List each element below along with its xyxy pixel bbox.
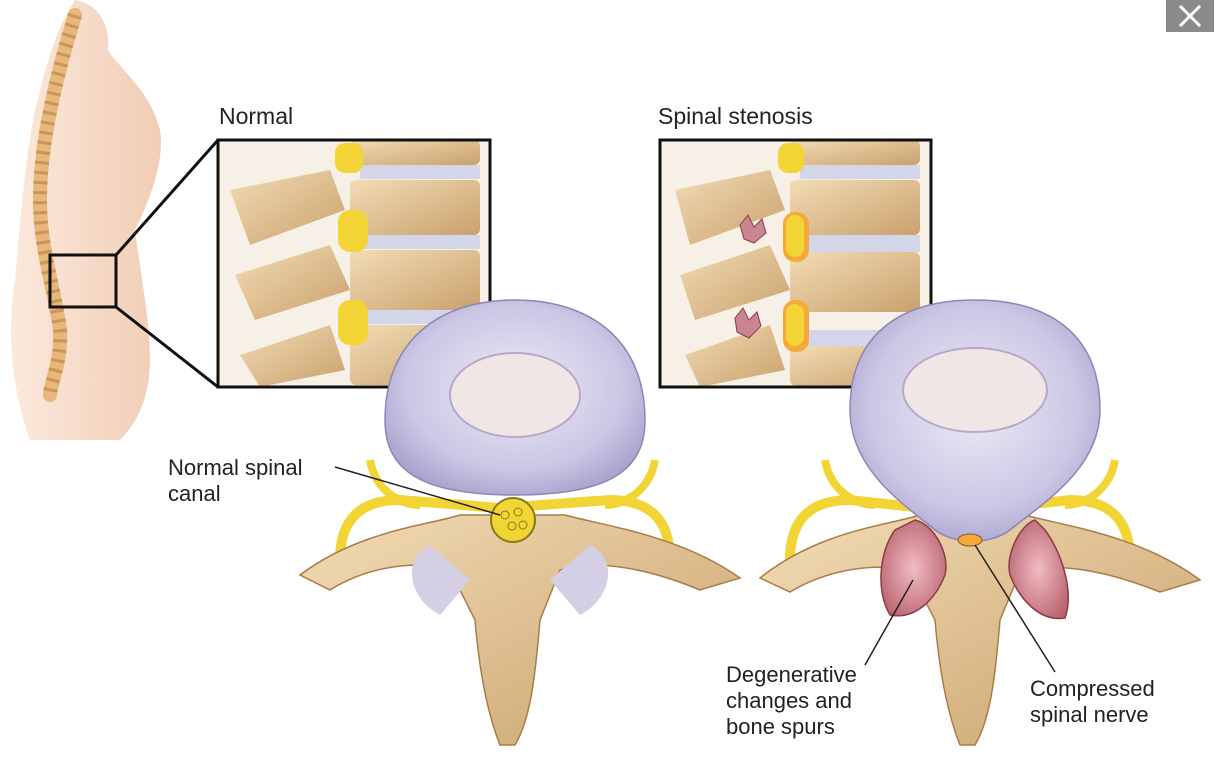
label-line: Normal spinal xyxy=(168,455,303,480)
label-line: canal xyxy=(168,481,221,506)
label-normal: Normal xyxy=(219,103,294,129)
stenosis-side-view xyxy=(658,138,933,389)
label-line: Degenerative xyxy=(726,662,857,687)
label-line: changes and xyxy=(726,688,852,713)
label-compressed-nerve: Compressed spinal nerve xyxy=(1030,676,1155,728)
body-silhouette xyxy=(10,0,220,440)
label-line: spinal nerve xyxy=(1030,702,1149,727)
label-line: bone spurs xyxy=(726,714,835,739)
normal-side-view xyxy=(216,138,492,389)
label-line: Compressed xyxy=(1030,676,1155,701)
close-button[interactable] xyxy=(1166,0,1214,32)
label-degenerative-changes: Degenerative changes and bone spurs xyxy=(726,662,857,740)
label-normal-spinal-canal: Normal spinal canal xyxy=(168,455,303,507)
stenosis-axial-vertebra xyxy=(758,299,1202,746)
label-spinal-stenosis: Spinal stenosis xyxy=(658,103,813,129)
close-icon xyxy=(1178,4,1202,28)
normal-axial-vertebra xyxy=(298,299,742,746)
